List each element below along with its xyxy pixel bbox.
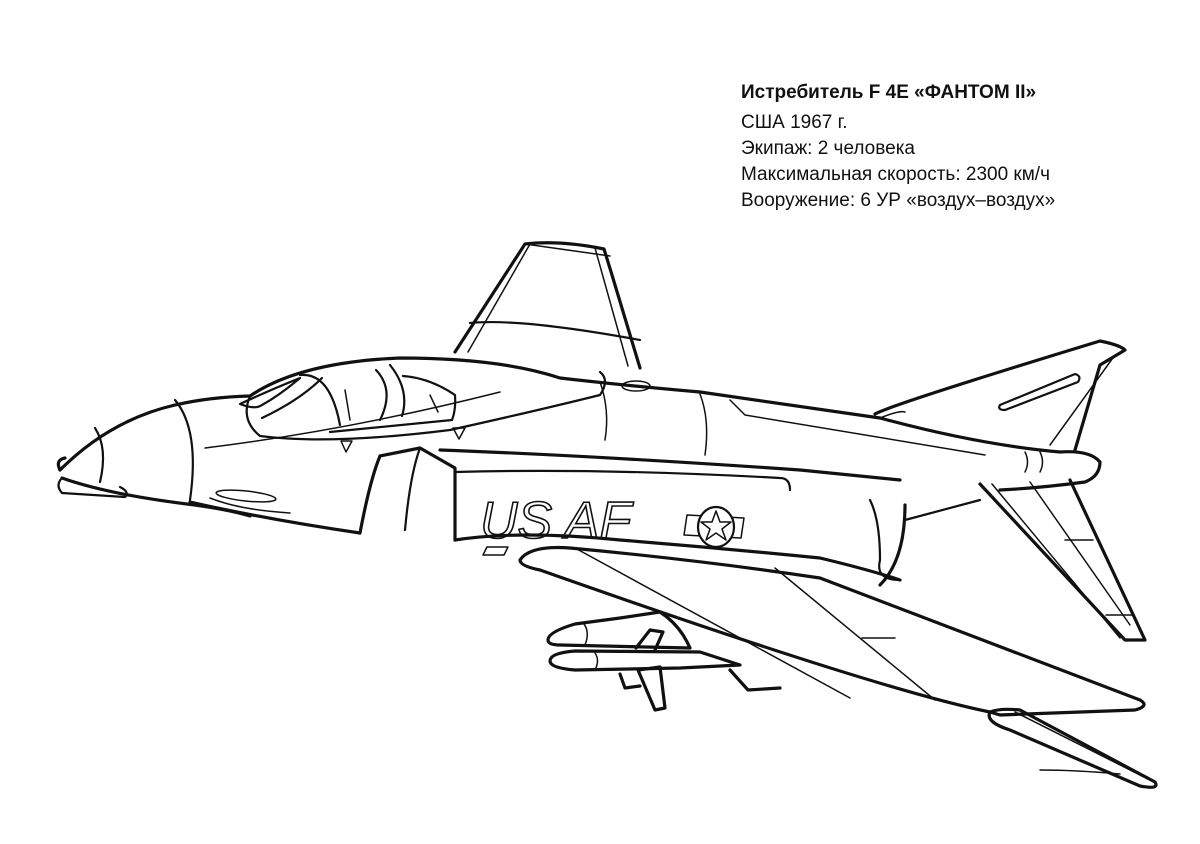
aircraft-caption: Истребитель F 4E «ФАНТОМ II» США 1967 г.… [741, 80, 1055, 214]
caption-armament: Вооружение: 6 УР «воздух–воздух» [741, 190, 1056, 211]
air-to-air-missiles [546, 610, 782, 712]
air-intake [358, 446, 982, 587]
caption-crew: Экипаж: 2 человека [741, 138, 915, 159]
caption-max-speed: Максимальная скорость: 2300 км/ч [741, 164, 1050, 185]
vertical-stabilizer [453, 241, 642, 370]
caption-title: Истребитель F 4E «ФАНТОМ II» [741, 82, 1037, 103]
horizontal-tail-top [873, 339, 1127, 452]
horizontal-tail-bottom [978, 478, 1147, 642]
caption-country-year: США 1967 г. [741, 112, 848, 133]
usaf-marking: US AF [479, 491, 635, 556]
star-insignia-icon [683, 505, 745, 549]
fuselage [56, 356, 1102, 535]
main-wing [518, 545, 1158, 789]
svg-text:US AF: US AF [480, 492, 634, 550]
